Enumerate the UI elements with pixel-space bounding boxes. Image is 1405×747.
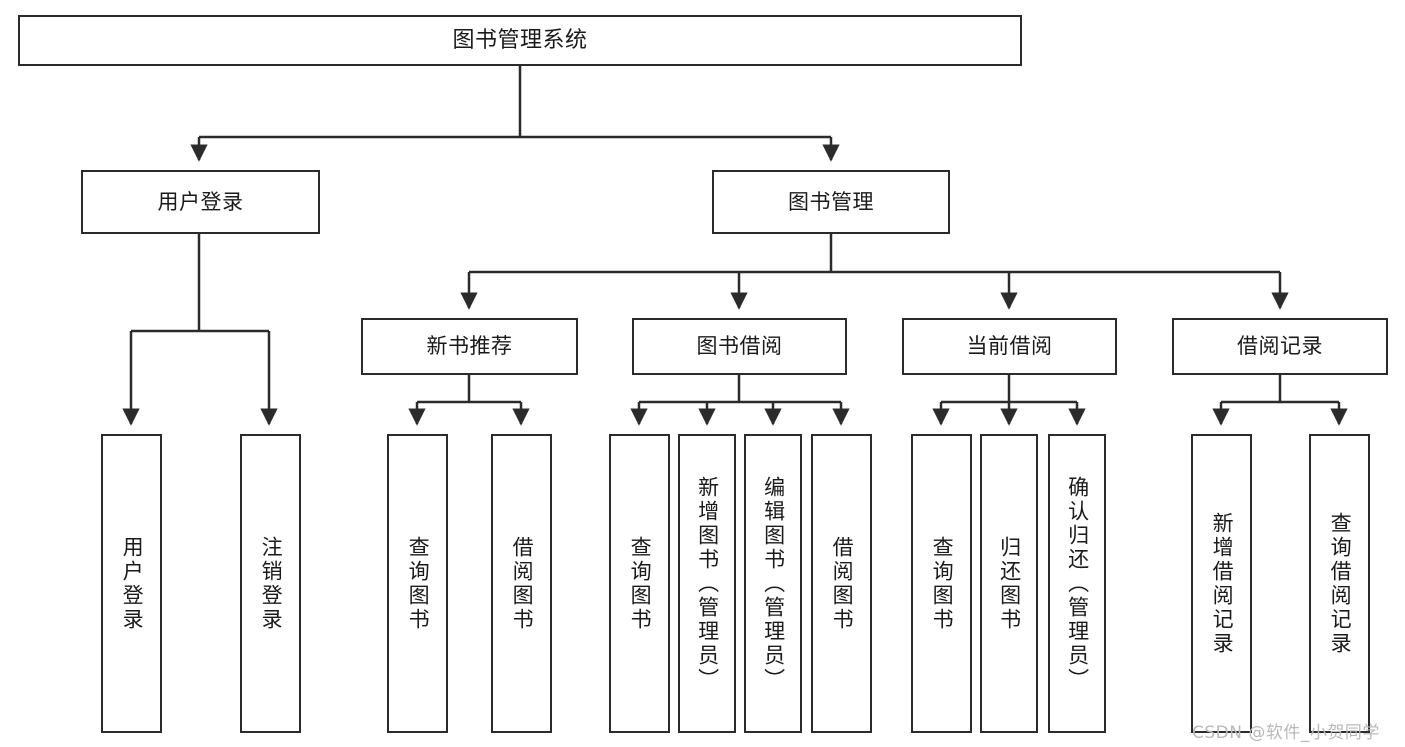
node-label: 图书管理 [788, 189, 874, 214]
leaf-query-book-current[interactable]: 查询图书 [911, 434, 972, 733]
node-label: 新增图书（管理员） [695, 475, 720, 692]
leaf-borrow-book-new[interactable]: 借阅图书 [491, 434, 552, 733]
leaf-logout[interactable]: 注销登录 [240, 434, 301, 733]
node-label: 查询图书 [406, 535, 431, 632]
node-label: 编辑图书（管理员） [761, 475, 786, 692]
node-label: 注销登录 [259, 535, 284, 632]
leaf-add-borrow-record[interactable]: 新增借阅记录 [1191, 434, 1252, 733]
node-label: 图书管理系统 [452, 27, 588, 53]
leaf-query-borrow-record[interactable]: 查询借阅记录 [1309, 434, 1370, 733]
node-label: 归还图书 [997, 535, 1022, 632]
node-label: 图书借阅 [696, 334, 783, 359]
node-label: 当前借阅 [966, 334, 1053, 359]
leaf-borrow-book[interactable]: 借阅图书 [811, 434, 872, 733]
node-label: 确认归还（管理员） [1065, 475, 1090, 692]
leaf-edit-book-admin[interactable]: 编辑图书（管理员） [744, 434, 802, 733]
node-book-borrow[interactable]: 图书借阅 [632, 318, 847, 375]
node-book-management[interactable]: 图书管理 [712, 170, 950, 234]
node-label: 查询图书 [930, 535, 955, 632]
leaf-query-book-new[interactable]: 查询图书 [387, 434, 448, 733]
leaf-add-book-admin[interactable]: 新增图书（管理员） [678, 434, 736, 733]
node-label: 用户登录 [120, 535, 145, 632]
node-label: 新增借阅记录 [1210, 511, 1235, 656]
node-label: 借阅图书 [510, 535, 535, 632]
csdn-watermark: CSDN @软件_小贺同学 [1192, 723, 1380, 743]
leaf-confirm-return-admin[interactable]: 确认归还（管理员） [1048, 434, 1106, 733]
node-label: 借阅记录 [1237, 334, 1323, 359]
node-label: 查询借阅记录 [1328, 511, 1353, 656]
node-label: 借阅图书 [830, 535, 855, 632]
node-user-login[interactable]: 用户登录 [81, 170, 320, 234]
node-label: 查询图书 [628, 535, 653, 632]
leaf-user-login[interactable]: 用户登录 [101, 434, 162, 733]
node-root-system[interactable]: 图书管理系统 [18, 15, 1022, 66]
leaf-query-book-borrow[interactable]: 查询图书 [609, 434, 670, 733]
node-label: 用户登录 [157, 189, 244, 214]
node-new-book-recommend[interactable]: 新书推荐 [361, 318, 578, 375]
node-label: 新书推荐 [426, 334, 513, 359]
node-current-borrow[interactable]: 当前借阅 [902, 318, 1117, 375]
node-borrow-record[interactable]: 借阅记录 [1172, 318, 1388, 375]
leaf-return-book[interactable]: 归还图书 [980, 434, 1038, 733]
